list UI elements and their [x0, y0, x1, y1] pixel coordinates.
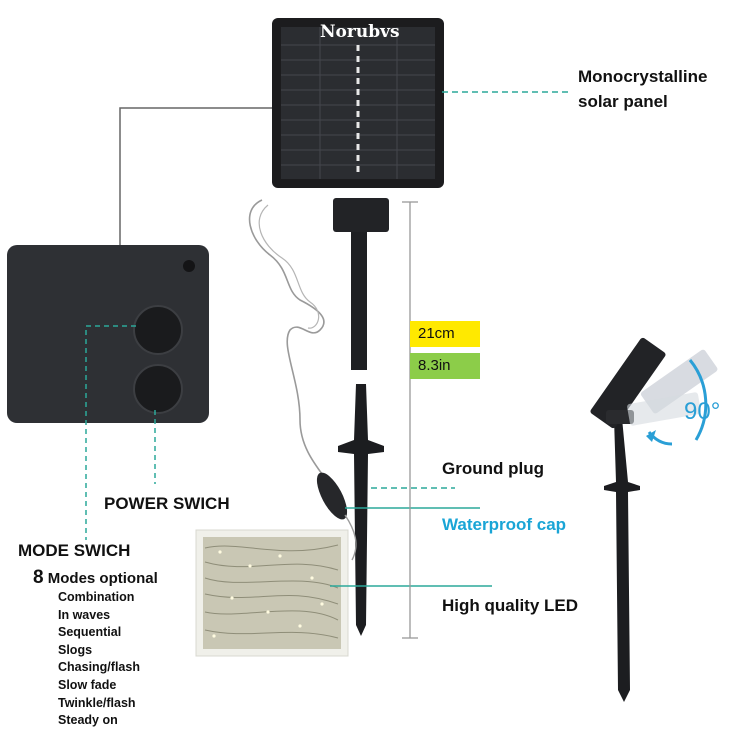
mode-item: Twinkle/flash — [58, 695, 136, 710]
rotation-angle: 90° — [684, 398, 721, 425]
solar-panel-label: Monocrystalline solar panel — [578, 64, 738, 114]
mode-item: Combination — [58, 590, 135, 604]
mode-list: Combination In waves Sequential Slogs Ch… — [58, 589, 140, 730]
dimension-in: 8.3in — [410, 353, 480, 379]
mode-item: Steady on — [58, 713, 118, 728]
waterproof-cap — [316, 472, 348, 520]
modes-optional-text: Modes optional — [47, 570, 158, 587]
ground-plug — [338, 384, 384, 636]
led-label: High quality LED — [442, 596, 578, 615]
modes-count: 8 — [33, 567, 44, 588]
power-switch-label: POWER SWICH — [104, 494, 230, 513]
led-bundle — [195, 529, 349, 657]
mode-item: Slogs — [58, 642, 93, 657]
assembled-light — [590, 337, 718, 702]
mode-item: Chasing/flash — [58, 660, 140, 675]
mode-item: Sequential — [58, 625, 122, 640]
mode-switch-leader — [85, 325, 136, 540]
mode-item: In waves — [58, 607, 111, 622]
wire-coil — [248, 199, 331, 486]
modes-optional-label: 8 Modes optional — [33, 567, 158, 589]
solar-panel — [272, 18, 444, 188]
ground-plug-label: Ground plug — [442, 459, 544, 478]
control-box — [7, 245, 209, 423]
stake-top — [333, 198, 389, 370]
mode-item: Slow fade — [58, 677, 117, 692]
brand-logo: Norubvs — [320, 22, 400, 42]
mode-switch-label: MODE SWICH — [18, 541, 131, 560]
dimension-bracket — [402, 201, 418, 639]
panel-cable — [119, 107, 272, 248]
waterproof-cap-label: Waterproof cap — [442, 515, 567, 534]
dimension-cm: 21cm — [410, 321, 480, 347]
solar-panel-label-text: Monocrystalline solar panel — [578, 67, 708, 111]
